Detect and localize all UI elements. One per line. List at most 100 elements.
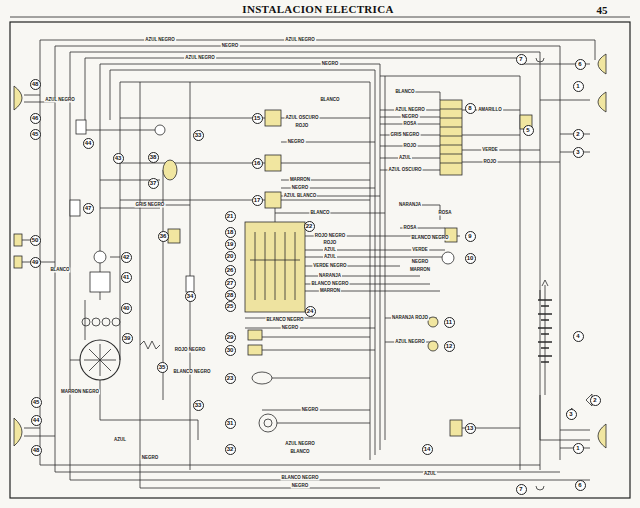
callout-text: 23 bbox=[227, 375, 234, 381]
tail-lamp bbox=[598, 54, 606, 74]
callout-number: 46 bbox=[30, 113, 41, 124]
symbols bbox=[80, 58, 592, 490]
wire-color-label: MARRON bbox=[289, 178, 311, 183]
callout-text: 41 bbox=[123, 274, 130, 280]
callout-text: 48 bbox=[32, 81, 39, 87]
fuse-box-tracks bbox=[250, 232, 300, 300]
bulb bbox=[82, 318, 90, 326]
callout-number: 44 bbox=[83, 138, 94, 149]
callout-number: 1 bbox=[573, 81, 584, 92]
wire-color-label: BLANCO bbox=[394, 90, 415, 95]
callout-text: 4 bbox=[576, 333, 579, 339]
wire-color-label: AZUL bbox=[398, 156, 412, 161]
callout-number: 25 bbox=[225, 301, 236, 312]
battery-arrow bbox=[542, 280, 548, 286]
callout-text: 2 bbox=[593, 397, 596, 403]
callout-number: 38 bbox=[148, 152, 159, 163]
wire-color-label: GRIS NEGRO bbox=[390, 133, 421, 138]
callout-text: 26 bbox=[227, 267, 234, 273]
callout-number: 7 bbox=[516, 484, 527, 495]
wire-color-label: BLANCO NEGRO bbox=[311, 282, 350, 287]
callout-number: 48 bbox=[31, 445, 42, 456]
callout-text: 34 bbox=[187, 293, 194, 299]
wire-color-label: BLANCO NEGRO bbox=[411, 236, 450, 241]
callout-number: 28 bbox=[225, 290, 236, 301]
callout-number: 26 bbox=[225, 265, 236, 276]
callout-number: 33 bbox=[193, 130, 204, 141]
wire-color-label: AZUL NEGRO bbox=[284, 38, 316, 43]
callout-number: 44 bbox=[31, 415, 42, 426]
distributor-spokes bbox=[84, 344, 116, 376]
switch bbox=[70, 200, 80, 216]
wire-color-label: BLANCO bbox=[319, 98, 340, 103]
fuse bbox=[186, 276, 194, 292]
callout-text: 29 bbox=[227, 334, 234, 340]
wire-color-label: NARANJA bbox=[398, 203, 422, 208]
steering-horn bbox=[259, 414, 277, 432]
callout-text: 11 bbox=[446, 319, 452, 325]
lamp bbox=[442, 252, 454, 264]
fuse-slots bbox=[440, 109, 462, 163]
wires bbox=[520, 64, 590, 480]
wire-color-label: BLANCO NEGRO bbox=[266, 318, 305, 323]
tail-lamp bbox=[598, 424, 606, 448]
steering-horn bbox=[264, 419, 272, 427]
callout-text: 35 bbox=[159, 364, 166, 370]
callout-text: 22 bbox=[306, 223, 313, 229]
wires bbox=[245, 318, 375, 423]
callout-number: 22 bbox=[304, 221, 315, 232]
motor bbox=[163, 160, 177, 180]
wire-color-label: ROSA bbox=[402, 122, 417, 127]
wire-color-label: ROSA bbox=[402, 226, 417, 231]
wire-color-label: BLANCO bbox=[49, 268, 70, 273]
callout-text: 38 bbox=[150, 154, 157, 160]
callout-text: 6 bbox=[578, 61, 581, 67]
coil bbox=[140, 341, 160, 349]
callout-text: 1 bbox=[576, 445, 579, 451]
sender-unit bbox=[450, 420, 462, 436]
motor bbox=[76, 120, 86, 134]
callout-number: 21 bbox=[225, 211, 236, 222]
callout-text: 20 bbox=[227, 253, 234, 259]
callout-number: 32 bbox=[225, 444, 236, 455]
callout-text: 18 bbox=[227, 229, 234, 235]
switch-symbol bbox=[566, 394, 592, 420]
callout-number: 37 bbox=[148, 178, 159, 189]
callout-number: 29 bbox=[225, 332, 236, 343]
bulb bbox=[92, 318, 100, 326]
wire-color-label: AMARILLO bbox=[477, 108, 503, 113]
callout-text: 24 bbox=[307, 308, 314, 314]
bulb bbox=[102, 318, 110, 326]
relay bbox=[265, 192, 281, 208]
wire-color-label: ROJO NEGRO bbox=[174, 348, 207, 353]
wire-color-label: AZUL BLANCO bbox=[283, 194, 317, 199]
switch bbox=[248, 345, 262, 355]
wire-color-label: VERDE NEGRO bbox=[312, 264, 347, 269]
wire-color-label: AZUL NEGRO bbox=[184, 56, 216, 61]
callout-number: 40 bbox=[121, 303, 132, 314]
wire-color-label: AZUL NEGRO bbox=[284, 442, 316, 447]
wire-color-label: ROJO bbox=[403, 144, 418, 149]
callout-text: 19 bbox=[227, 241, 234, 247]
callout-number: 23 bbox=[225, 373, 236, 384]
header-rule bbox=[10, 17, 630, 18]
callout-text: 7 bbox=[519, 56, 522, 62]
wire-color-label: ROJO bbox=[483, 160, 498, 165]
wire-color-label: VERDE bbox=[411, 248, 429, 253]
wires bbox=[380, 110, 440, 170]
callout-text: 44 bbox=[33, 417, 40, 423]
callout-text: 33 bbox=[195, 132, 202, 138]
side-repeater bbox=[14, 234, 22, 246]
callout-text: 45 bbox=[32, 131, 39, 137]
callout-number: 36 bbox=[158, 231, 169, 242]
callout-number: 2 bbox=[573, 129, 584, 140]
wire-color-label: AZUL bbox=[323, 255, 337, 260]
callout-number: 43 bbox=[113, 153, 124, 164]
wires bbox=[385, 290, 590, 440]
callout-number: 3 bbox=[573, 147, 584, 158]
callout-text: 6 bbox=[578, 482, 581, 488]
callout-text: 1 bbox=[576, 83, 579, 89]
callout-text: 49 bbox=[32, 259, 39, 265]
callout-number: 17 bbox=[252, 195, 263, 206]
